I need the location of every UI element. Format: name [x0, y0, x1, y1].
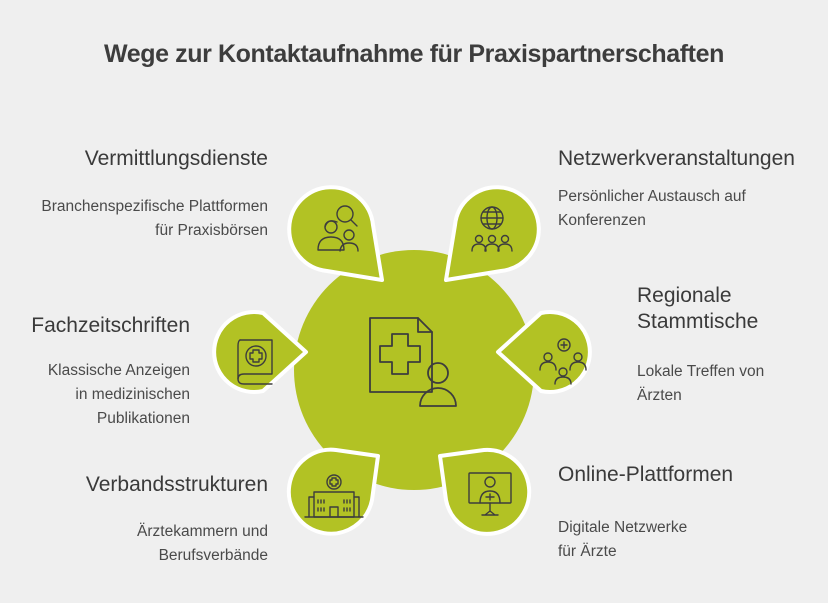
desc-line: in medizinischen: [75, 386, 190, 403]
people-search-icon: [317, 205, 359, 252]
computer-doctor-icon: [468, 472, 512, 516]
heading-netzwerkveranstaltungen: Netzwerkveranstaltungen: [558, 147, 795, 170]
heading-line: Regionale: [637, 284, 732, 307]
center-hub: [294, 250, 534, 490]
medical-document-person-icon: [369, 317, 457, 407]
desc-line: Ärztekammern und: [137, 523, 268, 540]
desc-verbandsstrukturen: Ärztekammern und Berufsverbände: [20, 520, 268, 568]
label-netzwerkveranstaltungen: Netzwerkveranstaltungen Persönlicher Aus…: [558, 146, 820, 233]
desc-netzwerkveranstaltungen: Persönlicher Austausch auf Konferenzen: [558, 185, 820, 233]
heading-online-plattformen: Online-Plattformen: [558, 463, 734, 486]
medical-book-icon: [237, 339, 273, 385]
petal-fachzeitschriften: [212, 310, 308, 394]
desc-online-plattformen: Digitale Netzwerke für Ärzte: [558, 516, 818, 564]
desc-line: Ärzten: [637, 387, 682, 404]
desc-line: Digitale Netzwerke: [558, 519, 688, 536]
heading-fachzeitschriften: Fachzeitschriften: [31, 314, 190, 337]
hospital-building-icon: [304, 474, 364, 518]
heading-verbandsstrukturen: Verbandsstrukturen: [85, 473, 268, 496]
desc-line: Berufsverbände: [158, 547, 268, 564]
desc-line: Persönlicher Austausch auf: [558, 188, 746, 205]
label-verbandsstrukturen: Verbandsstrukturen Ärztekammern und Beru…: [20, 472, 268, 568]
desc-regionale-stammtische: Lokale Treffen von Ärzten: [637, 360, 817, 408]
desc-vermittlungsdienste: Branchenspezifische Plattformen für Prax…: [20, 195, 268, 243]
doctors-meeting-icon: [539, 338, 587, 385]
petal-vermittlungsdienste: [287, 185, 384, 282]
label-vermittlungsdienste: Vermittlungsdienste Branchenspezifische …: [20, 146, 268, 243]
heading-line: Stammtische: [637, 310, 759, 333]
diagram-title: Wege zur Kontaktaufnahme für Praxispartn…: [104, 40, 724, 68]
desc-fachzeitschriften: Klassische Anzeigen in medizinischen Pub…: [20, 359, 190, 431]
label-fachzeitschriften: Fachzeitschriften Klassische Anzeigen in…: [20, 313, 190, 431]
heading-vermittlungsdienste: Vermittlungsdienste: [84, 147, 268, 170]
petal-netzwerkveranstaltungen: [444, 185, 541, 282]
desc-line: Lokale Treffen von: [637, 363, 765, 380]
desc-line: Konferenzen: [558, 212, 646, 229]
desc-line: Klassische Anzeigen: [47, 362, 190, 379]
label-online-plattformen: Online-Plattformen Digitale Netzwerke fü…: [558, 462, 818, 564]
desc-line: für Praxisbörsen: [155, 222, 268, 239]
desc-line: Publikationen: [96, 410, 190, 427]
desc-line: Branchenspezifische Plattformen: [41, 198, 268, 215]
desc-line: für Ärzte: [558, 543, 617, 560]
heading-regionale-stammtische: Regionale Stammtische: [637, 283, 817, 335]
globe-group-icon: [471, 206, 513, 252]
label-regionale-stammtische: Regionale Stammtische Lokale Treffen von…: [637, 283, 817, 408]
